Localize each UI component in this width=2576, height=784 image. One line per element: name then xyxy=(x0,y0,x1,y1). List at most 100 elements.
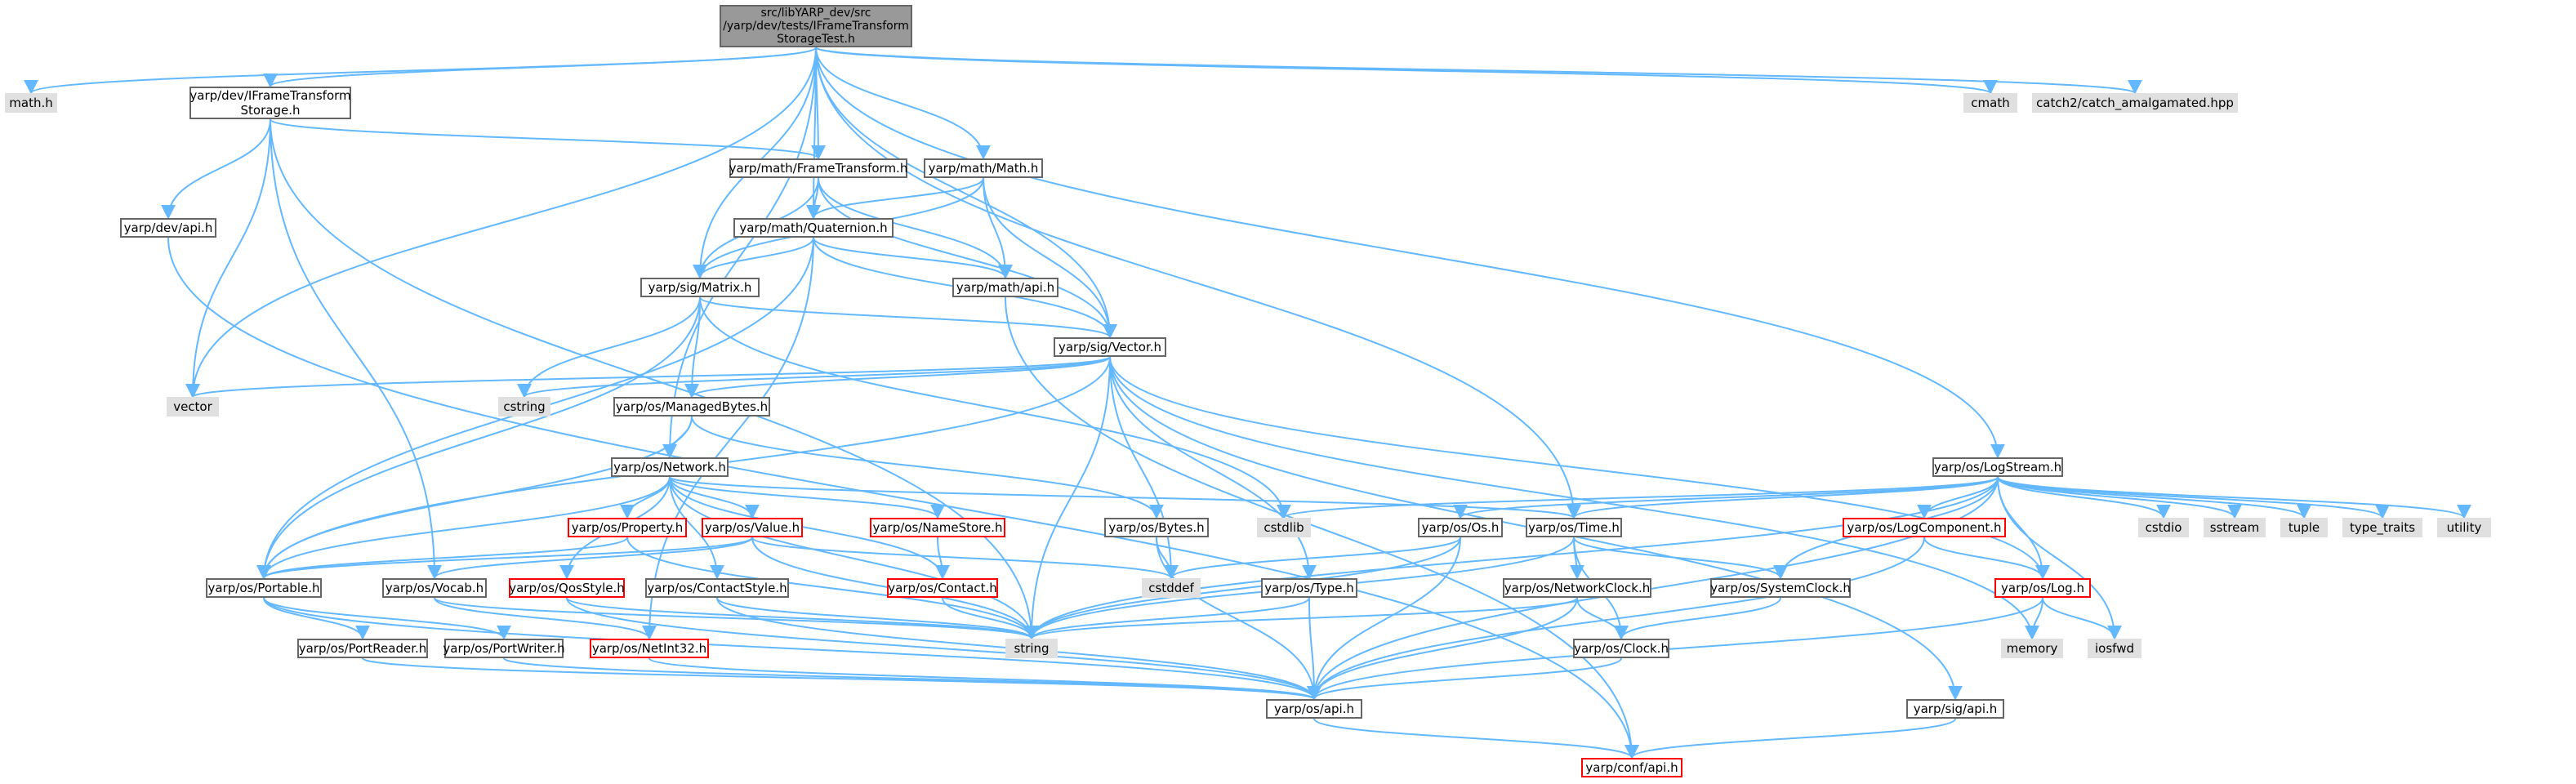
node-cstddef: cstddef xyxy=(1142,578,1201,598)
edge-managedbytes_h-to-portable_h xyxy=(256,416,693,580)
edge-logstream_h-to-string xyxy=(1024,476,1999,640)
edge-ifts_h-to-vocab_h xyxy=(270,118,442,580)
node-memory: memory xyxy=(2001,639,2063,658)
edge-contactstyle_h-to-string xyxy=(716,597,1039,640)
edge-logstream_h-to-logcomponent_h xyxy=(1917,476,1999,519)
edge-math_math_h-to-quaternion_h xyxy=(806,177,984,220)
edge-root-to-math_math_h xyxy=(815,47,991,160)
node-frame-transform-h[interactable]: yarp/math/FrameTransform.h xyxy=(729,158,907,178)
node-matrix-h[interactable]: yarp/sig/Matrix.h xyxy=(640,278,760,297)
edge-root-to-ifts_h xyxy=(263,47,817,88)
node-iframe-transform-storage-h[interactable]: yarp/dev/IFrameTransform Storage.h xyxy=(189,87,351,119)
node-quaternion-h[interactable]: yarp/math/Quaternion.h xyxy=(733,218,894,238)
edge-os_h-to-cstddef xyxy=(1164,537,1461,580)
node-vector-h[interactable]: yarp/sig/Vector.h xyxy=(1054,337,1166,357)
node-sig-api-h[interactable]: yarp/sig/api.h xyxy=(1906,699,2004,719)
node-port-reader-h[interactable]: yarp/os/PortReader.h xyxy=(297,639,428,658)
edge-logstream_h-to-os_h xyxy=(1453,476,1999,519)
node-type-traits: type_traits xyxy=(2342,518,2422,537)
edge-vector_h-to-string xyxy=(1024,356,1111,640)
node-managed-bytes-h[interactable]: yarp/os/ManagedBytes.h xyxy=(613,397,770,416)
edge-ifts_h-to-dev_api_h xyxy=(161,118,271,220)
edge-vocab_h-to-string xyxy=(434,597,1039,640)
edge-network_h-to-string xyxy=(669,476,1039,640)
edge-qosstyle_h-to-string xyxy=(566,597,1039,640)
node-logstream-h[interactable]: yarp/os/LogStream.h xyxy=(1932,457,2063,477)
edge-vector_h-to-type_h xyxy=(1109,356,1317,580)
node-iosfwd: iosfwd xyxy=(2088,639,2141,658)
node-qos-style-h[interactable]: yarp/os/QosStyle.h xyxy=(509,578,625,598)
node-math-api-h[interactable]: yarp/math/api.h xyxy=(952,278,1058,297)
edge-logstream_h-to-iosfwd xyxy=(1997,476,2122,640)
edge-quaternion_h-to-math_api_h xyxy=(813,237,1013,279)
node-cstdio: cstdio xyxy=(2138,518,2189,537)
edge-root-to-logstream_h xyxy=(815,47,2005,459)
edge-vector_h-to-cstddef xyxy=(1109,356,1179,580)
edge-logstream_h-to-cstdio xyxy=(1997,476,2171,519)
edge-logstream_h-to-type_traits xyxy=(1997,476,2390,519)
node-log-h[interactable]: yarp/os/Log.h xyxy=(1994,578,2091,598)
edge-vocab_h-to-netint32_h xyxy=(434,597,657,640)
edge-root-to-cmath xyxy=(815,47,1998,95)
edge-math_math_h-to-math_api_h xyxy=(983,177,1013,279)
edge-vector_h-to-log_h xyxy=(1109,356,2050,580)
edge-os_api_h-to-conf_api_h xyxy=(1313,718,1639,760)
node-network-clock-h[interactable]: yarp/os/NetworkClock.h xyxy=(1503,578,1651,598)
edge-network_h-to-contactstyle_h xyxy=(669,476,724,580)
edge-root-to-catch2 xyxy=(815,47,2142,95)
edge-logstream_h-to-utility xyxy=(1997,476,2471,519)
node-contact-style-h[interactable]: yarp/os/ContactStyle.h xyxy=(645,578,789,598)
edge-qosstyle_h-to-os_api_h xyxy=(566,597,1321,701)
edge-value_h-to-portable_h xyxy=(256,537,753,580)
node-utility: utility xyxy=(2437,518,2491,537)
node-math-h: math.h xyxy=(5,93,57,113)
edge-math_math_h-to-vector_h xyxy=(983,177,1117,339)
edge-ifts_h-to-string xyxy=(270,118,1039,640)
node-namestore-h[interactable]: yarp/os/NameStore.h xyxy=(870,518,1005,537)
node-bytes-h[interactable]: yarp/os/Bytes.h xyxy=(1104,518,1209,537)
node-value-h[interactable]: yarp/os/Value.h xyxy=(702,518,803,537)
edge-managedbytes_h-to-bytes_h xyxy=(691,416,1164,519)
node-port-writer-h[interactable]: yarp/os/PortWriter.h xyxy=(443,639,565,658)
node-netint32-h[interactable]: yarp/os/NetInt32.h xyxy=(590,639,709,658)
edge-namestore_h-to-contact_h xyxy=(934,537,950,580)
node-system-clock-h[interactable]: yarp/os/SystemClock.h xyxy=(1710,578,1851,598)
node-time-h[interactable]: yarp/os/Time.h xyxy=(1526,518,1622,537)
node-vector: vector xyxy=(167,397,219,416)
node-os-api-h[interactable]: yarp/os/api.h xyxy=(1266,699,1362,719)
edge-matrix_h-to-cstdlib xyxy=(699,296,1291,519)
edge-vector_h-to-memory xyxy=(1109,356,2039,640)
node-property-h[interactable]: yarp/os/Property.h xyxy=(568,518,687,537)
edge-root-to-time_h xyxy=(815,47,1581,519)
node-contact-h[interactable]: yarp/os/Contact.h xyxy=(887,578,998,598)
node-math-math-h[interactable]: yarp/math/Math.h xyxy=(924,158,1043,178)
node-sstream: sstream xyxy=(2204,518,2266,537)
edge-logcomponent_h-to-os_api_h xyxy=(1307,537,1925,701)
edge-systemclock_h-to-clock_h xyxy=(1614,597,1781,640)
node-clock-h[interactable]: yarp/os/Clock.h xyxy=(1573,639,1669,658)
edge-ifts_h-to-frametransform_h xyxy=(270,118,826,160)
node-network-h[interactable]: yarp/os/Network.h xyxy=(611,457,729,477)
edge-ifts_h-to-vector xyxy=(185,118,271,399)
edge-property_h-to-string xyxy=(626,537,1039,640)
node-cstdlib: cstdlib xyxy=(1257,518,1311,537)
edge-log_h-to-os_api_h xyxy=(1307,597,2043,701)
node-portable-h[interactable]: yarp/os/Portable.h xyxy=(206,578,322,598)
edge-network_h-to-value_h xyxy=(669,476,760,519)
edge-vector_h-to-managedbytes_h xyxy=(684,356,1111,399)
node-dev-api-h[interactable]: yarp/dev/api.h xyxy=(120,218,216,238)
node-string: string xyxy=(1005,639,1058,658)
edge-root-to-math_h xyxy=(24,47,817,95)
node-tuple: tuple xyxy=(2280,518,2328,537)
node-log-component-h[interactable]: yarp/os/LogComponent.h xyxy=(1843,518,2006,537)
edge-portable_h-to-os_api_h xyxy=(263,597,1321,701)
edge-logstream_h-to-cstdlib xyxy=(1277,476,1999,519)
node-conf-api-h[interactable]: yarp/conf/api.h xyxy=(1581,758,1682,777)
edge-root-to-vector_h xyxy=(815,47,1117,339)
edge-type_h-to-string xyxy=(1024,597,1310,640)
node-os-h[interactable]: yarp/os/Os.h xyxy=(1418,518,1503,537)
node-vocab-h[interactable]: yarp/os/Vocab.h xyxy=(382,578,487,598)
node-type-h[interactable]: yarp/os/Type.h xyxy=(1261,578,1357,598)
